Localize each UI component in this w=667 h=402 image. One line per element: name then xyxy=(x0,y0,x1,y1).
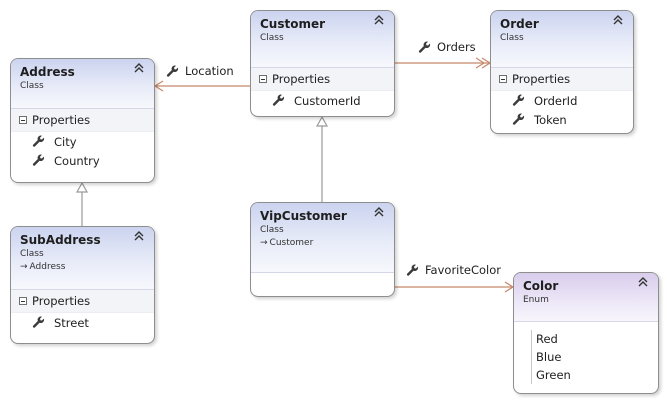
class-shape-customer[interactable]: Customer Class Properties CustomerId xyxy=(250,10,395,117)
association-orders-line[interactable] xyxy=(395,57,492,69)
class-header[interactable]: VipCustomer Class →Customer xyxy=(251,203,394,273)
class-shape-order[interactable]: Order Class Properties OrderId Token xyxy=(490,10,634,134)
property-name: CustomerId xyxy=(294,93,361,108)
property-street[interactable]: Street xyxy=(11,313,154,332)
enum-value-blue[interactable]: Blue xyxy=(536,350,562,364)
class-kind: Class xyxy=(20,81,44,91)
class-title: VipCustomer xyxy=(260,209,347,223)
class-title: Order xyxy=(500,17,539,31)
class-kind: Class xyxy=(260,225,284,235)
class-title: SubAddress xyxy=(20,233,101,247)
property-orderid[interactable]: OrderId xyxy=(491,91,633,110)
property-customerid[interactable]: CustomerId xyxy=(251,91,394,110)
base-type: →Address xyxy=(20,261,145,274)
minus-box-icon[interactable] xyxy=(259,75,267,83)
association-favoritecolor-line[interactable] xyxy=(395,281,515,293)
class-kind: Class xyxy=(500,33,524,43)
minus-box-icon[interactable] xyxy=(499,75,507,83)
section-label: Properties xyxy=(512,72,571,86)
wrench-icon xyxy=(418,41,431,53)
association-orders-text: Orders xyxy=(437,40,476,54)
inheritance-vipcustomer-customer[interactable] xyxy=(315,115,329,202)
enum-values-list: Red Blue Green xyxy=(531,330,658,384)
double-chevron-up-icon[interactable] xyxy=(612,14,624,26)
double-chevron-up-icon[interactable] xyxy=(373,206,385,218)
section-label: Properties xyxy=(32,113,91,127)
section-label: Properties xyxy=(272,72,331,86)
association-favoritecolor-label[interactable]: FavoriteColor xyxy=(406,263,501,277)
minus-box-icon[interactable] xyxy=(19,116,27,124)
class-header[interactable]: Order Class xyxy=(491,11,633,68)
association-location-text: Location xyxy=(185,64,234,78)
property-token[interactable]: Token xyxy=(491,110,633,129)
base-type-name: Customer xyxy=(269,238,314,248)
arrow-right-icon: → xyxy=(20,262,28,272)
double-chevron-up-icon[interactable] xyxy=(637,276,649,288)
class-shape-subaddress[interactable]: SubAddress Class →Address Properties Str… xyxy=(10,226,155,344)
property-name: Token xyxy=(534,112,567,127)
wrench-icon xyxy=(32,316,45,328)
base-type-name: Address xyxy=(29,262,66,272)
class-title: Customer xyxy=(260,17,326,31)
wrench-icon xyxy=(166,65,179,77)
enum-value-green[interactable]: Green xyxy=(536,368,571,382)
class-title: Address xyxy=(20,65,75,79)
class-shape-address[interactable]: Address Class Properties City Country xyxy=(10,58,155,183)
property-name: Street xyxy=(54,315,89,330)
association-location-label[interactable]: Location xyxy=(166,64,234,78)
association-orders-label[interactable]: Orders xyxy=(418,40,476,54)
class-header[interactable]: Address Class xyxy=(11,59,154,109)
wrench-icon xyxy=(512,113,525,125)
properties-section[interactable]: Properties xyxy=(491,68,633,91)
enum-value-red[interactable]: Red xyxy=(536,332,558,346)
inheritance-subaddress-address[interactable] xyxy=(75,181,89,226)
base-type: →Customer xyxy=(260,237,385,250)
enum-header[interactable]: Color Enum xyxy=(514,273,658,322)
class-kind: Class xyxy=(260,33,284,43)
enum-kind: Enum xyxy=(523,295,549,305)
property-country[interactable]: Country xyxy=(11,151,154,170)
class-header[interactable]: Customer Class xyxy=(251,11,394,68)
properties-section[interactable]: Properties xyxy=(11,290,154,313)
section-label: Properties xyxy=(32,294,91,308)
property-city[interactable]: City xyxy=(11,132,154,151)
class-shape-vipcustomer[interactable]: VipCustomer Class →Customer xyxy=(250,202,395,297)
property-name: Country xyxy=(54,153,100,168)
class-header[interactable]: SubAddress Class →Address xyxy=(11,227,154,290)
property-name: OrderId xyxy=(534,93,578,108)
association-favoritecolor-text: FavoriteColor xyxy=(425,263,501,277)
double-chevron-up-icon[interactable] xyxy=(373,14,385,26)
properties-section[interactable]: Properties xyxy=(251,68,394,91)
enum-shape-color[interactable]: Color Enum Red Blue Green xyxy=(513,272,659,394)
minus-box-icon[interactable] xyxy=(19,297,27,305)
association-location-line[interactable] xyxy=(153,80,250,92)
properties-section[interactable]: Properties xyxy=(11,109,154,132)
wrench-icon xyxy=(406,264,419,276)
property-name: City xyxy=(54,134,77,149)
wrench-icon xyxy=(512,94,525,106)
enum-title: Color xyxy=(523,279,559,293)
wrench-icon xyxy=(272,94,285,106)
class-kind: Class xyxy=(20,249,44,259)
wrench-icon xyxy=(32,135,45,147)
double-chevron-up-icon[interactable] xyxy=(133,230,145,242)
arrow-right-icon: → xyxy=(260,238,268,248)
wrench-icon xyxy=(32,154,45,166)
double-chevron-up-icon[interactable] xyxy=(133,62,145,74)
